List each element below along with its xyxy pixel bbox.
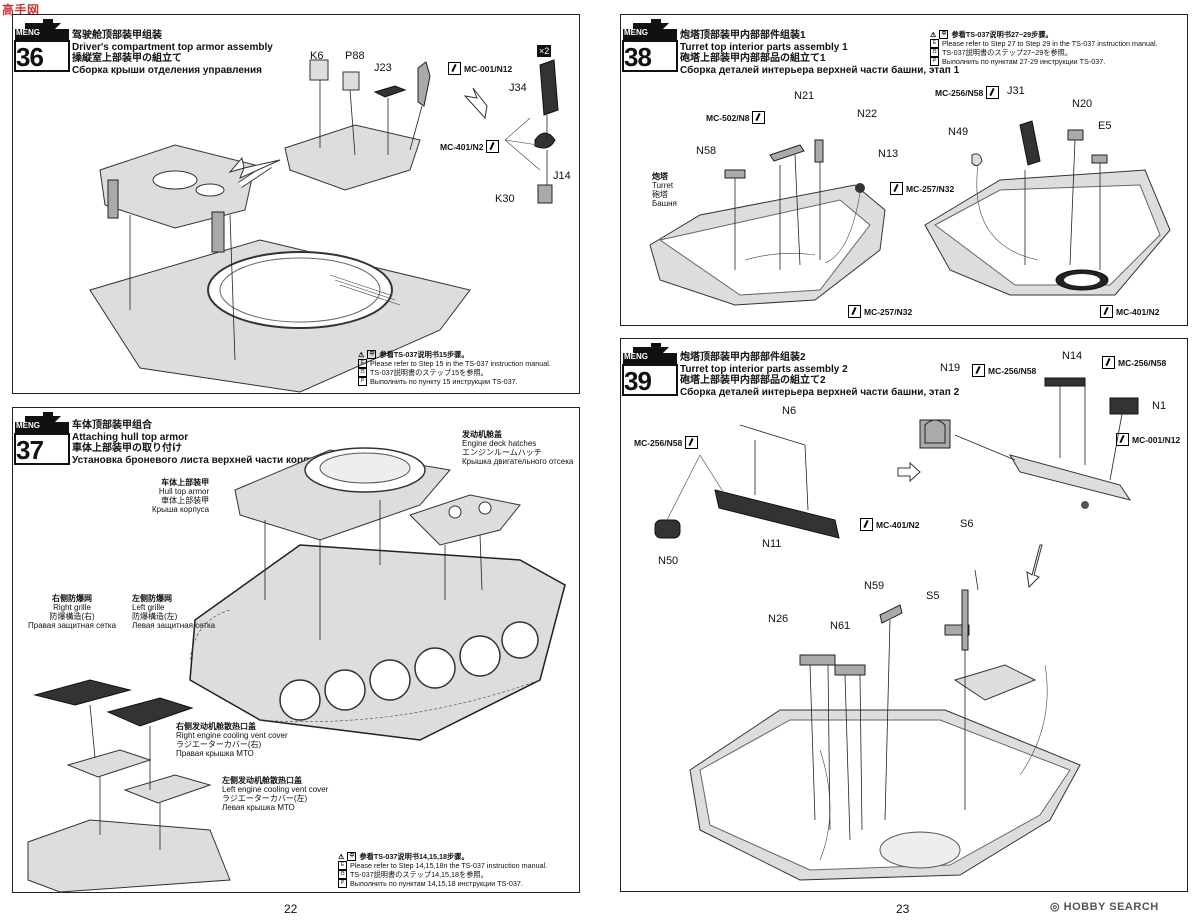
logo-word: MENG	[16, 28, 40, 37]
part-label: N19	[940, 362, 961, 374]
paint-code: MC-257/N32	[848, 305, 912, 318]
step-36-number: 36	[16, 42, 44, 72]
right-grille-label: 右侧防爆网 Right grille 防爆構造(右) Правая защитн…	[28, 594, 117, 630]
part-label: S5	[926, 590, 940, 602]
paint-code: MC-256/N58	[972, 364, 1036, 377]
part-label: N14	[1062, 350, 1083, 362]
logo-word: MENG	[624, 352, 648, 361]
part-label: N58	[696, 145, 717, 157]
paint-code: MC-001/N12	[1116, 433, 1180, 446]
part-label: J23	[374, 62, 392, 74]
step-36-title: 驾驶舱顶部装甲组装 Driver's compartment top armor…	[72, 30, 273, 76]
meng-logo-37	[14, 412, 70, 465]
paint-code: MC-256/N58	[935, 86, 1000, 99]
globe-icon: ◎	[1050, 901, 1061, 913]
meng-logo-39	[622, 343, 678, 396]
meng-logo-36	[14, 19, 70, 72]
part-label: N11	[762, 538, 782, 550]
brush-icon	[890, 182, 903, 195]
brush-icon	[448, 62, 461, 75]
page-number-left: 22	[284, 902, 298, 916]
hobby-search-watermark: ◎ HOBBY SEARCH	[1050, 901, 1159, 913]
paint-code: MC-401/N2	[440, 140, 500, 153]
part-label: N61	[830, 620, 851, 632]
brush-icon	[486, 140, 500, 153]
part-label: K6	[310, 50, 324, 62]
part-label: P88	[345, 50, 365, 62]
step-38-title: 炮塔顶部装甲内部部件组装1 Turret top interior parts …	[680, 30, 960, 76]
part-label: N1	[1152, 400, 1167, 412]
hull-top-armor-label: 车体上部装甲 Hull top armor 車体上部装甲 Крыша корпу…	[152, 478, 210, 514]
paint-code: MC-502/N8	[706, 111, 766, 124]
part-label: E5	[1098, 120, 1112, 132]
step-37-title: 车体顶部装甲组合 Attaching hull top armor 車体上部装甲…	[72, 420, 326, 466]
part-label: N50	[658, 555, 679, 567]
part-label: J34	[509, 82, 527, 94]
brush-icon	[685, 436, 699, 449]
part-label: N59	[864, 580, 885, 592]
brush-icon	[1102, 356, 1115, 369]
paint-code: MC-256/N58	[634, 436, 699, 449]
step-37-number: 37	[16, 435, 44, 465]
part-label: J31	[1007, 85, 1025, 97]
part-label: N26	[768, 613, 789, 625]
page-number-right: 23	[896, 902, 910, 916]
part-label: K30	[495, 193, 515, 205]
paint-code: MC-401/N2	[860, 518, 919, 531]
brush-icon	[860, 518, 873, 531]
logo-word: MENG	[16, 421, 40, 430]
turret-label: 炮塔 Turret 砲塔 Башня	[652, 172, 677, 208]
right-vent-label: 右侧发动机舱散热口盖 Right engine cooling vent cov…	[176, 722, 288, 758]
step-38-number: 38	[624, 42, 652, 72]
brush-icon	[972, 364, 985, 377]
hatch-plate-drawing	[284, 124, 421, 191]
part-label: N49	[948, 126, 969, 138]
paint-code: MC-257/N32	[890, 182, 954, 195]
paint-code: MC-001/N12	[448, 62, 512, 75]
site-watermark: 高手网	[2, 3, 40, 17]
paint-code: MC-401/N2	[1100, 305, 1159, 318]
part-label: N13	[878, 148, 899, 160]
part-label: N21	[794, 90, 815, 102]
warning-icon: ⚠	[358, 350, 365, 359]
brush-icon	[752, 111, 766, 124]
brush-icon	[986, 86, 1000, 99]
paint-code: MC-256/N58	[1102, 356, 1166, 369]
quantity-badge: ×2	[537, 45, 552, 57]
part-label: N22	[857, 108, 878, 120]
brush-icon	[848, 305, 861, 318]
warning-icon: ⚠	[338, 852, 345, 861]
part-label: S6	[960, 518, 974, 530]
left-vent-label: 左侧发动机舱散热口盖 Left engine cooling vent cove…	[222, 776, 329, 812]
logo-word: MENG	[624, 28, 648, 37]
meng-logo-38	[622, 19, 678, 72]
part-label: N6	[782, 405, 797, 417]
step-39-title: 炮塔顶部装甲内部部件组装2 Turret top interior parts …	[680, 352, 960, 398]
warning-icon: ⚠	[930, 30, 937, 39]
part-label: J14	[553, 170, 571, 182]
engine-deck-label: 发动机舱盖 Engine deck hatches エンジンルームハッチ Кры…	[462, 430, 574, 466]
left-grille-label: 左侧防爆网 Left grille 防爆構造(左) Левая защитная…	[132, 594, 216, 630]
part-label: N20	[1072, 98, 1093, 110]
step-39-number: 39	[624, 366, 652, 396]
brush-icon	[1100, 305, 1113, 318]
brush-icon	[1116, 433, 1129, 446]
